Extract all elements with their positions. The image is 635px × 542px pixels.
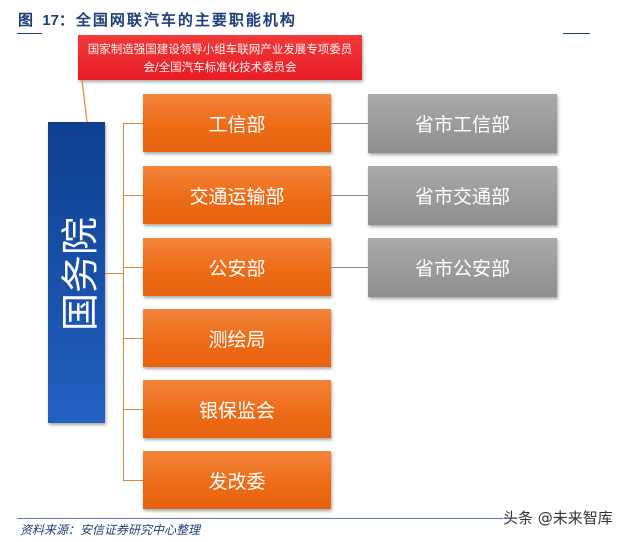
source-note: 资料来源：安信证券研究中心整理 (20, 523, 201, 537)
branch-line-1 (123, 123, 143, 124)
department-label: 工信部 (208, 113, 266, 136)
footer-rule (17, 518, 517, 519)
provincial-box-transport: 省市交通部 (368, 166, 557, 225)
provincial-box-public-security: 省市公安部 (368, 238, 557, 297)
branch-line-5 (123, 409, 143, 410)
figure-title-prefix: 图 (18, 11, 43, 29)
provincial-box-miit: 省市工信部 (368, 94, 557, 153)
department-label: 发改委 (208, 470, 266, 493)
figure-number: 17 (42, 12, 59, 29)
top-committee-box: 国家制造强国建设领导小组车联网产业发展专项委员会/全国汽车标准化技术委员会 (78, 35, 362, 80)
department-box-public-security: 公安部 (143, 238, 331, 296)
department-box-cbirc: 银保监会 (143, 380, 331, 438)
provincial-label: 省市工信部 (414, 114, 510, 136)
branch-line-4 (123, 338, 143, 339)
provincial-label: 省市交通部 (414, 186, 510, 208)
title-underline-right (563, 33, 590, 34)
provincial-label: 省市公安部 (414, 258, 510, 280)
department-box-miit: 工信部 (143, 94, 331, 152)
department-label: 公安部 (208, 257, 266, 280)
root-label: 国务院 (58, 216, 102, 332)
branch-line-6 (123, 480, 143, 481)
root-state-council-box: 国务院 (48, 122, 105, 423)
title-underline-left (17, 33, 42, 34)
tree-trunk-line (123, 123, 124, 481)
department-box-ndrc: 发改委 (143, 451, 331, 509)
provincial-connector-1 (331, 123, 368, 124)
department-box-surveying: 测绘局 (143, 309, 331, 367)
department-label: 银保监会 (198, 399, 275, 422)
department-label: 交通运输部 (189, 185, 285, 208)
department-label: 测绘局 (208, 328, 266, 351)
branch-line-2 (123, 195, 143, 196)
root-branch-connector (105, 273, 124, 274)
committee-connector (81, 80, 88, 123)
figure-title-text: ：全国网联汽车的主要职能机构 (58, 11, 297, 29)
branch-line-3 (123, 267, 143, 268)
watermark: 头条 @未来智库 (503, 507, 613, 528)
top-committee-label: 国家制造强国建设领导小组车联网产业发展专项委员会/全国汽车标准化技术委员会 (87, 41, 353, 74)
figure-title: 图 17：全国网联汽车的主要职能机构 (18, 9, 297, 30)
provincial-connector-2 (331, 195, 368, 196)
department-box-transport: 交通运输部 (143, 166, 331, 224)
provincial-connector-3 (331, 267, 368, 268)
